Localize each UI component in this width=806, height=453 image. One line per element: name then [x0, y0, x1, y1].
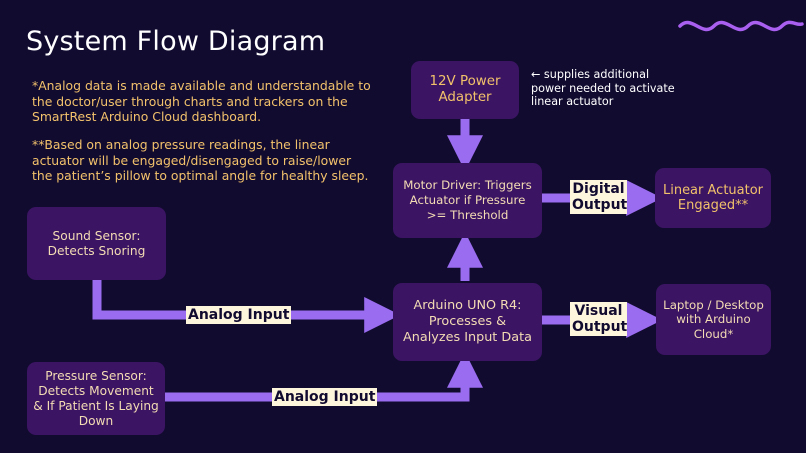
page-title: System Flow Diagram [26, 26, 326, 57]
node-motor-driver: Motor Driver: Triggers Actuator if Press… [393, 163, 542, 238]
edge-label-pressure-input: Analog Input [272, 388, 378, 406]
node-pressure-sensor: Pressure Sensor: Detects Movement & If P… [27, 362, 165, 435]
note-analog-data: *Analog data is made available and under… [32, 78, 371, 124]
node-arduino-label: Arduino UNO R4: Processes & Analyzes Inp… [403, 298, 532, 345]
node-laptop: Laptop / Desktop with Arduino Cloud* [656, 284, 771, 355]
edge-label-digital-output: Digital Output [570, 180, 628, 214]
edge-label-visual-output: Visual Output [570, 302, 628, 336]
node-laptop-label: Laptop / Desktop with Arduino Cloud* [663, 297, 764, 341]
node-linear-actuator: Linear Actuator Engaged** [655, 168, 771, 228]
decorative-wave [678, 20, 804, 32]
power-note: ← supplies additional power needed to ac… [531, 68, 675, 108]
arrow-pressure-to-arduino [165, 351, 483, 402]
node-motor-driver-label: Motor Driver: Triggers Actuator if Press… [403, 178, 532, 222]
node-power-adapter-label: 12V Power Adapter [429, 74, 501, 105]
node-linear-actuator-label: Linear Actuator Engaged** [662, 182, 764, 214]
node-pressure-sensor-label: Pressure Sensor: Detects Movement & If P… [33, 368, 159, 428]
note-actuator: **Based on analog pressure readings, the… [32, 137, 369, 183]
node-sound-sensor: Sound Sensor: Detects Snoring [27, 207, 166, 280]
node-arduino: Arduino UNO R4: Processes & Analyzes Inp… [393, 283, 542, 361]
node-power-adapter: 12V Power Adapter [411, 61, 519, 119]
edge-label-sound-input: Analog Input [186, 306, 292, 324]
node-sound-sensor-label: Sound Sensor: Detects Snoring [47, 228, 146, 258]
